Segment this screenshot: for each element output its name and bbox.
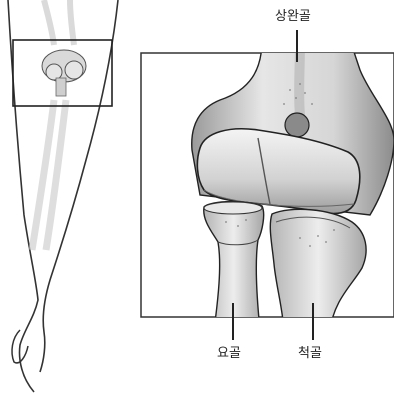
olecranon-fossa [285,113,309,137]
ulna-label: 척골 [298,347,322,360]
radius-label: 요골 [217,347,241,360]
arm-silhouette [8,0,118,392]
humerus-label: 상완골 [275,10,311,23]
